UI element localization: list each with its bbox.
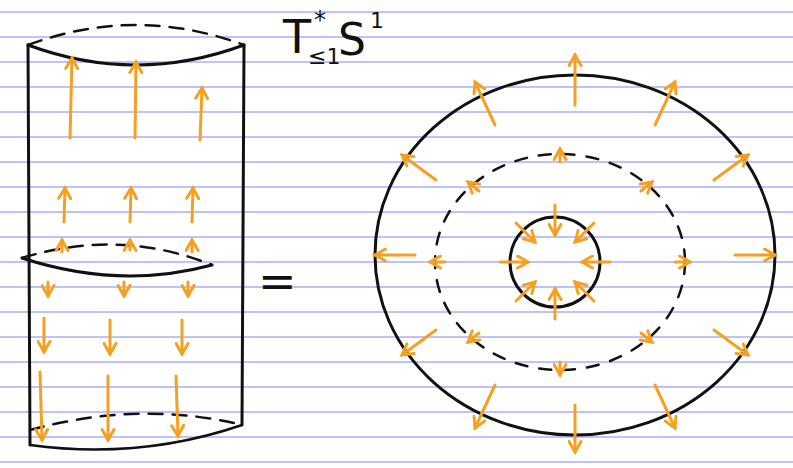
superscript: 1 [370,10,384,32]
equals-sign: = [258,258,297,304]
annulus [375,75,775,435]
superscript: * [314,8,326,32]
symbol-letter: S [338,18,366,62]
cylinder [22,25,244,450]
annulus-arrows [375,55,775,452]
cylinder-arrows [40,58,202,440]
ruled-lines [0,12,793,462]
symbol-letter: T [283,14,311,60]
subscript: ≤1 [308,46,340,68]
